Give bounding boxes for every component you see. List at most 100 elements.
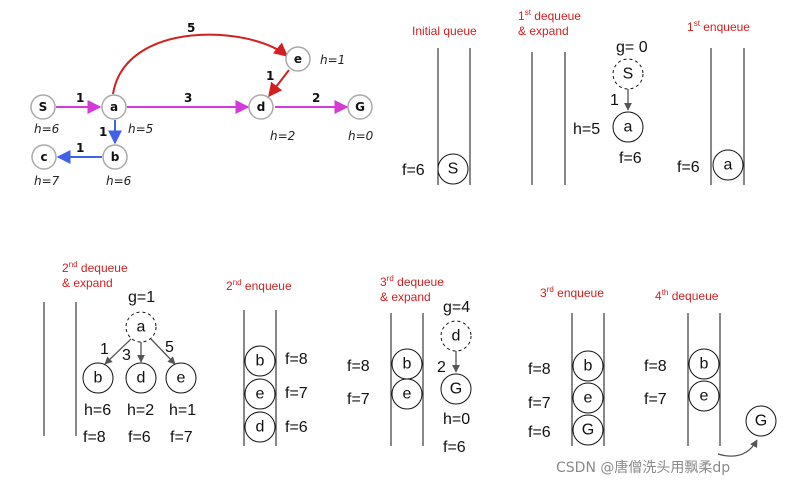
h-value-b: h=6 (84, 402, 111, 419)
graph-h-a: h=5 (128, 122, 153, 136)
child-node-label: G (450, 381, 462, 398)
edge-weight-d-g: 2 (312, 91, 320, 105)
f-value: f=6 (443, 439, 466, 456)
edge-weight-a-d: 3 (184, 91, 192, 105)
step-enqueue-2: 2nd enqueue b e d f=8 f=7 f=6 (226, 278, 308, 446)
dequeued-node-label: G (755, 413, 767, 430)
step-dequeue-2: 2nd dequeue & expand g=1 a 1 3 5 b d e h… (43, 260, 197, 446)
f-value-d: f=6 (128, 429, 151, 446)
step-enqueue-1: 1st enqueue a f=6 (677, 19, 750, 185)
queue-f-value-b: f=8 (347, 358, 370, 375)
graph-h-c: h=7 (34, 174, 60, 188)
graph-h-b: h=6 (106, 174, 132, 188)
queue-node-g-label: G (582, 422, 594, 439)
child-node-e-circle (165, 362, 197, 394)
parent-node-label: S (623, 66, 634, 83)
graph-node-s-label: S (39, 100, 48, 114)
graph-node-c-label: c (40, 150, 47, 164)
queue-f-value-e: f=7 (644, 391, 667, 408)
graph-node-c: c (31, 144, 57, 170)
graph-node-b-label: b (111, 150, 120, 164)
f-value-b: f=8 (83, 429, 106, 446)
queue-f-value-e: f=7 (347, 391, 370, 408)
step-title: 1st dequeue (518, 8, 581, 23)
queue-node-e-circle (572, 382, 604, 414)
child-node-circle (612, 111, 644, 143)
queue-node-b-label: b (584, 358, 593, 375)
edge-cost-b: 1 (100, 341, 109, 358)
queue-node-circle (712, 149, 744, 181)
queue-f-value-e: f=7 (285, 385, 308, 402)
f-value: f=6 (619, 150, 642, 167)
step-dequeue-4: 4th dequeue b e f=8 f=7 G (644, 288, 777, 457)
child-node-label: a (624, 119, 633, 136)
watermark: CSDN @唐僧洗头用飘柔dp (556, 459, 730, 476)
graph-node-s: S (30, 94, 56, 120)
step-title: 4th dequeue (655, 288, 719, 303)
queue-node-circle (437, 153, 469, 185)
edge-weight-a-e: 5 (187, 21, 195, 35)
step-title: Initial queue (412, 24, 477, 38)
h-value: h=0 (443, 411, 470, 428)
queue-node-b-circle (244, 345, 276, 377)
graph: 1 3 2 1 1 5 1 S a b c d e (30, 21, 374, 188)
f-value-e: f=7 (170, 429, 193, 446)
graph-node-d-label: d (257, 100, 266, 114)
step-title-line2: & expand (380, 290, 431, 304)
queue-f-value-b: f=8 (644, 358, 667, 375)
graph-node-g-label: G (355, 100, 365, 114)
g-value: g= 0 (616, 39, 648, 56)
edge-e-d (268, 69, 290, 98)
queue-node-e-label: e (700, 388, 709, 405)
queue-f-value: f=6 (677, 159, 700, 176)
edge-weight-b-c: 1 (76, 141, 84, 155)
step-initial-queue: Initial queue S f=6 (402, 24, 477, 185)
queue-f-value-b: f=8 (528, 361, 551, 378)
queue-node-e-circle (688, 380, 720, 412)
parent-node-circle (440, 320, 472, 352)
step-title-line2: & expand (62, 276, 113, 290)
edge-cost: 2 (437, 359, 446, 376)
graph-node-a-label: a (110, 100, 118, 114)
edge-cost-e: 5 (165, 339, 174, 356)
step-title: 3rd dequeue (380, 274, 444, 289)
g-value: g=1 (128, 289, 155, 306)
queue-f-value-d: f=6 (285, 419, 308, 436)
graph-node-g: G (347, 94, 373, 120)
queue-node-d-label: d (256, 419, 265, 436)
queue-f-value: f=6 (402, 162, 425, 179)
child-node-b-label: b (94, 370, 103, 387)
expand-arrow-b (104, 338, 132, 365)
graph-node-a: a (101, 94, 127, 120)
edge-weight-a-b: 1 (99, 125, 107, 139)
queue-f-value-e: f=7 (528, 395, 551, 412)
graph-node-e-label: e (294, 52, 302, 66)
queue-node-b-label: b (700, 356, 709, 373)
queue-node-label: a (724, 157, 733, 174)
queue-node-e-label: e (256, 386, 265, 403)
queue-node-e-circle (391, 378, 423, 410)
graph-node-d: d (248, 94, 274, 120)
h-value-d: h=2 (127, 402, 154, 419)
step-title: 2nd dequeue (62, 260, 128, 275)
edge-weight-s-a: 1 (76, 91, 84, 105)
edge-cost: 1 (610, 92, 619, 109)
edge-cost-d: 3 (122, 347, 131, 364)
g-value: g=4 (443, 299, 470, 316)
graph-h-g: h=0 (348, 129, 374, 143)
queue-node-b-label: b (256, 353, 265, 370)
queue-node-label: S (448, 161, 459, 178)
step-dequeue-1: 1st dequeue & expand g= 0 S 1 a h=5 f=6 (518, 8, 648, 185)
parent-node-label: a (137, 319, 146, 336)
graph-h-e: h=1 (320, 53, 345, 67)
h-value-e: h=1 (169, 402, 196, 419)
graph-h-d: h=2 (270, 129, 295, 143)
parent-node-circle (125, 311, 157, 343)
queue-node-e-label: e (584, 390, 593, 407)
parent-node-circle (612, 58, 644, 90)
graph-h-s: h=6 (34, 122, 60, 136)
queue-f-value-b: f=8 (285, 351, 308, 368)
expand-arrow-e (150, 338, 176, 365)
h-value: h=5 (573, 121, 600, 138)
